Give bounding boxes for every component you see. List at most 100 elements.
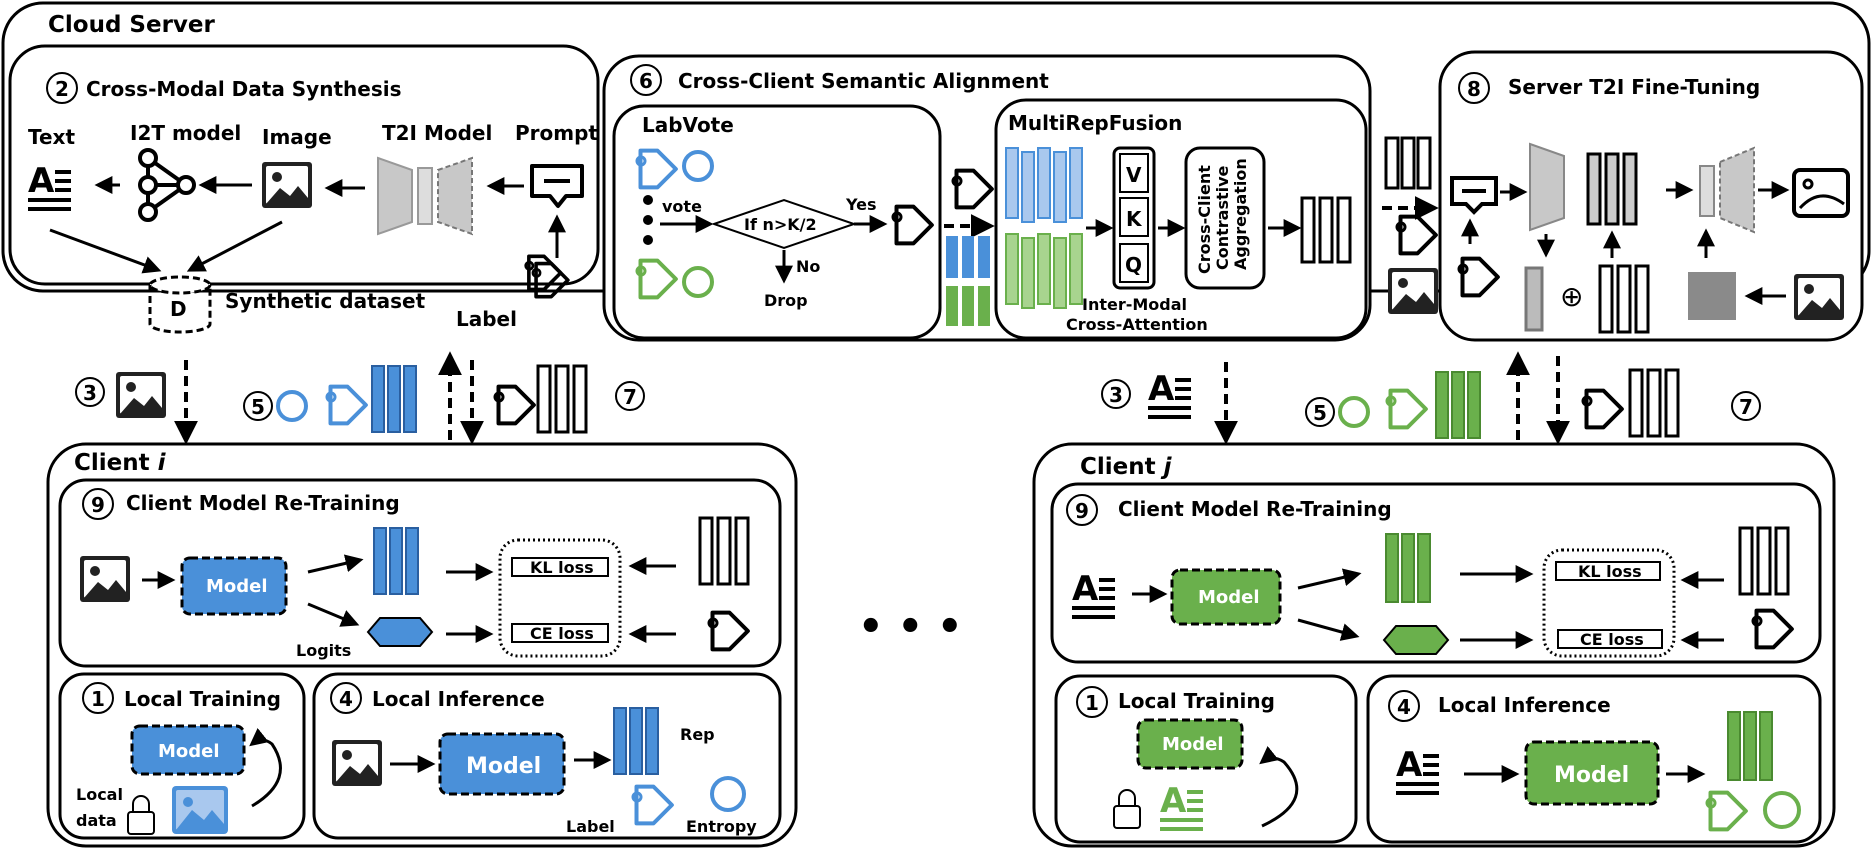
inference-model-label-i: Model bbox=[466, 754, 541, 779]
retrain-title-i: Client Model Re-Training bbox=[126, 491, 400, 515]
rep-bars-i bbox=[373, 527, 419, 595]
step-4-badge-i bbox=[330, 682, 362, 714]
step-7-badge-i bbox=[615, 381, 645, 411]
vkq-block: V K Q bbox=[1112, 146, 1156, 290]
client-i: Client i 9 Client Model Re-Training Mode… bbox=[46, 442, 798, 848]
plus-symbol: ⊕ bbox=[1560, 280, 1583, 313]
inference-image-icon bbox=[332, 740, 382, 786]
encoder-shape bbox=[1529, 142, 1565, 232]
noise-square bbox=[1688, 272, 1736, 320]
step-4-number-i: 4 bbox=[339, 687, 353, 711]
ce-loss-box-j bbox=[1557, 629, 1663, 649]
k-letter: K bbox=[1126, 207, 1143, 231]
step-2-badge bbox=[46, 72, 78, 104]
ce-loss-i: CE loss bbox=[530, 624, 594, 643]
step-7-number-j: 7 bbox=[1739, 395, 1753, 419]
retrain-model-j bbox=[1170, 568, 1282, 626]
step-3-number-j: 3 bbox=[1109, 383, 1123, 407]
inference-rep-bars-j bbox=[1727, 711, 1773, 781]
prompt-label: Prompt bbox=[515, 121, 598, 145]
synthesis-title: Cross-Modal Data Synthesis bbox=[86, 77, 402, 101]
alignment-title: Cross-Client Semantic Alignment bbox=[678, 69, 1049, 93]
step-1-number-i: 1 bbox=[91, 687, 105, 711]
inter-modal-1: Inter-Modal bbox=[1082, 295, 1187, 314]
rep-download-j bbox=[1628, 368, 1680, 438]
dot bbox=[643, 235, 653, 245]
ce-loss-j: CE loss bbox=[1580, 630, 1644, 649]
inference-entropy-i bbox=[710, 776, 746, 812]
retrain-model-label-j: Model bbox=[1198, 587, 1260, 608]
no-label: No bbox=[796, 257, 820, 276]
svg-text:A: A bbox=[1160, 781, 1187, 821]
local-image-icon bbox=[172, 786, 228, 834]
ellipsis: • • • bbox=[858, 604, 963, 650]
step-5-number-j: 5 bbox=[1313, 401, 1327, 425]
flow-client-i: 3 5 7 bbox=[75, 351, 645, 445]
step-1-badge-i bbox=[82, 682, 114, 714]
image-icon bbox=[262, 162, 312, 208]
cc-line-2: Contrastive bbox=[1213, 165, 1232, 270]
rep-upload-blue bbox=[371, 365, 417, 433]
q-letter: Q bbox=[1125, 253, 1142, 277]
label-text: Label bbox=[456, 307, 517, 331]
step-8-number: 8 bbox=[1467, 77, 1481, 101]
step-4-badge-j bbox=[1388, 690, 1420, 722]
condition-text: If n>K/2 bbox=[744, 215, 817, 234]
server-rep-bars-i bbox=[698, 516, 750, 586]
rep-bars-j bbox=[1385, 533, 1431, 603]
text-upload-icon bbox=[1148, 369, 1191, 419]
dot bbox=[643, 195, 653, 205]
dataset-icon: D bbox=[148, 275, 212, 334]
aggregated-bars bbox=[1300, 196, 1352, 264]
embed-bars bbox=[1586, 152, 1638, 226]
tag-download-icon bbox=[478, 376, 536, 434]
finetune-panel: 8 Server T2I Fine-Tuning ⊕ bbox=[1438, 50, 1864, 342]
retrain-title-j: Client Model Re-Training bbox=[1118, 497, 1392, 521]
t2i-model-icon bbox=[377, 156, 473, 236]
step-5-badge-i bbox=[243, 391, 273, 421]
step-9-badge-i bbox=[82, 488, 114, 520]
synthesis-arrows bbox=[49, 176, 566, 274]
step-3-number-i: 3 bbox=[83, 381, 97, 405]
loss-box-i bbox=[498, 538, 622, 658]
kl-loss-box-j bbox=[1555, 561, 1661, 581]
local-model-i bbox=[130, 724, 246, 776]
tag-upload-green-icon bbox=[1370, 380, 1428, 438]
t2i-label: T2I Model bbox=[382, 121, 492, 145]
lock-icon bbox=[127, 795, 155, 835]
step-5-number-i: 5 bbox=[251, 395, 265, 419]
kl-loss-box-i bbox=[511, 557, 609, 577]
logits-hex-j bbox=[1382, 625, 1450, 655]
client-j-title: Client j bbox=[1080, 454, 1173, 480]
circle-green-icon bbox=[682, 266, 714, 298]
rep-upload-green bbox=[1435, 371, 1481, 439]
cc-line-1: Cross-Client bbox=[1195, 165, 1214, 274]
entropy-label-i: Entropy bbox=[686, 817, 757, 836]
step-7-number-i: 7 bbox=[623, 385, 637, 409]
image-upload-icon bbox=[116, 372, 166, 418]
step-9-number-i: 9 bbox=[91, 493, 105, 517]
alignment-panel: 6 Cross-Client Semantic Alignment LabVot… bbox=[602, 54, 1372, 342]
local-model-j bbox=[1136, 718, 1244, 770]
cond-bars bbox=[1598, 264, 1650, 334]
output-image-icon bbox=[1792, 168, 1850, 218]
labvote-box bbox=[612, 104, 942, 340]
kl-loss-i: KL loss bbox=[530, 558, 594, 577]
retrain-image-icon bbox=[80, 556, 130, 602]
cloud-server-title: Cloud Server bbox=[48, 12, 216, 38]
finetune-title: Server T2I Fine-Tuning bbox=[1508, 75, 1760, 99]
training-loop-arrow-j bbox=[1259, 745, 1299, 828]
local-inference-title-i: Local Inference bbox=[372, 687, 545, 711]
step-8-badge bbox=[1458, 72, 1490, 104]
label-label-i: Label bbox=[566, 817, 615, 836]
decoder-shape bbox=[1699, 146, 1755, 234]
labvote-title: LabVote bbox=[642, 113, 734, 137]
server-transfer bbox=[1380, 136, 1439, 314]
inference-model-i bbox=[438, 732, 566, 796]
kl-loss-j: KL loss bbox=[1578, 562, 1642, 581]
local-model-label-j: Model bbox=[1162, 734, 1224, 755]
rep-download-i bbox=[536, 364, 588, 434]
local-inference-title-j: Local Inference bbox=[1438, 693, 1611, 717]
client-i-title: Client i bbox=[74, 450, 167, 476]
step-7-badge-j bbox=[1731, 391, 1761, 421]
